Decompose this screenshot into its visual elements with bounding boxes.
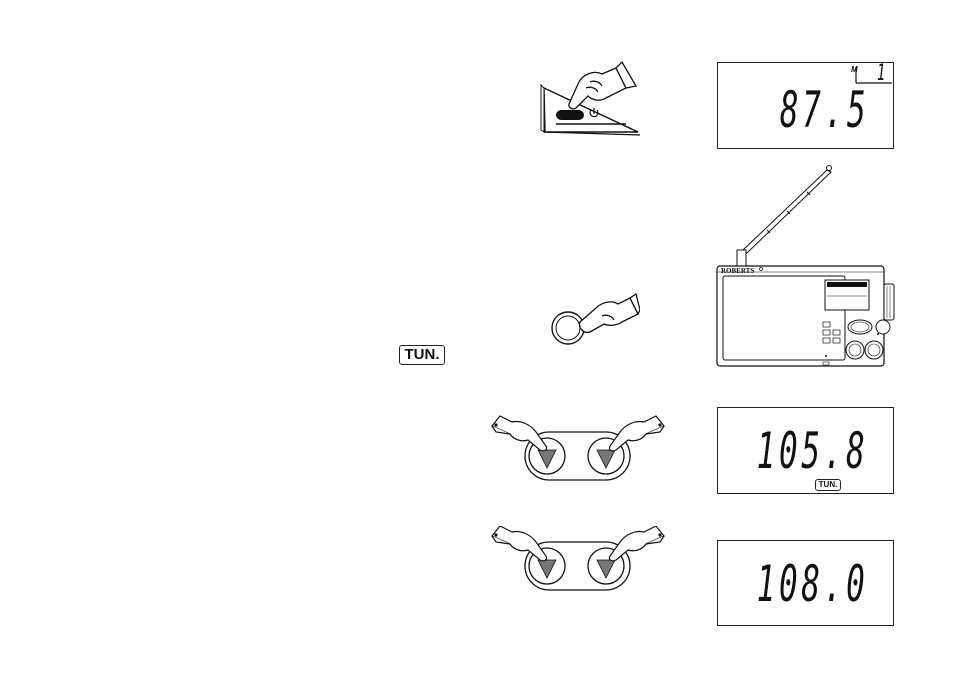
tun-indicator: TUN. (815, 479, 841, 491)
round-button-illustration (550, 286, 640, 348)
tun-button-label: TUN. (405, 346, 440, 363)
pointing-hand-icon (492, 416, 547, 451)
lcd-display-3: 108.0 (717, 540, 894, 626)
power-button-illustration (536, 58, 648, 140)
radio-illustration: ROBERTS (715, 162, 905, 370)
antenna-icon (737, 166, 832, 267)
frequency-readout: 105.8 (757, 422, 869, 480)
lcd-display-1: M 1 87.5 (717, 62, 894, 149)
pointing-hand-icon (609, 526, 664, 561)
tuning-buttons-illustration-2 (490, 526, 666, 596)
tun-button: TUN. (399, 345, 445, 365)
pointing-hand-icon (492, 526, 547, 561)
memory-indicator: M (851, 65, 858, 74)
pointing-hand-icon (609, 416, 664, 451)
tuning-buttons-illustration-1 (490, 412, 666, 482)
frequency-readout: 87.5 (779, 81, 869, 139)
radio-brand: ROBERTS (721, 267, 754, 275)
frequency-readout: 108.0 (757, 555, 869, 613)
memory-number: 1 (877, 61, 885, 86)
pointing-hand-icon (580, 294, 640, 332)
pointing-hand-icon (569, 62, 636, 109)
lcd-display-2: 105.8 TUN. (717, 407, 894, 494)
